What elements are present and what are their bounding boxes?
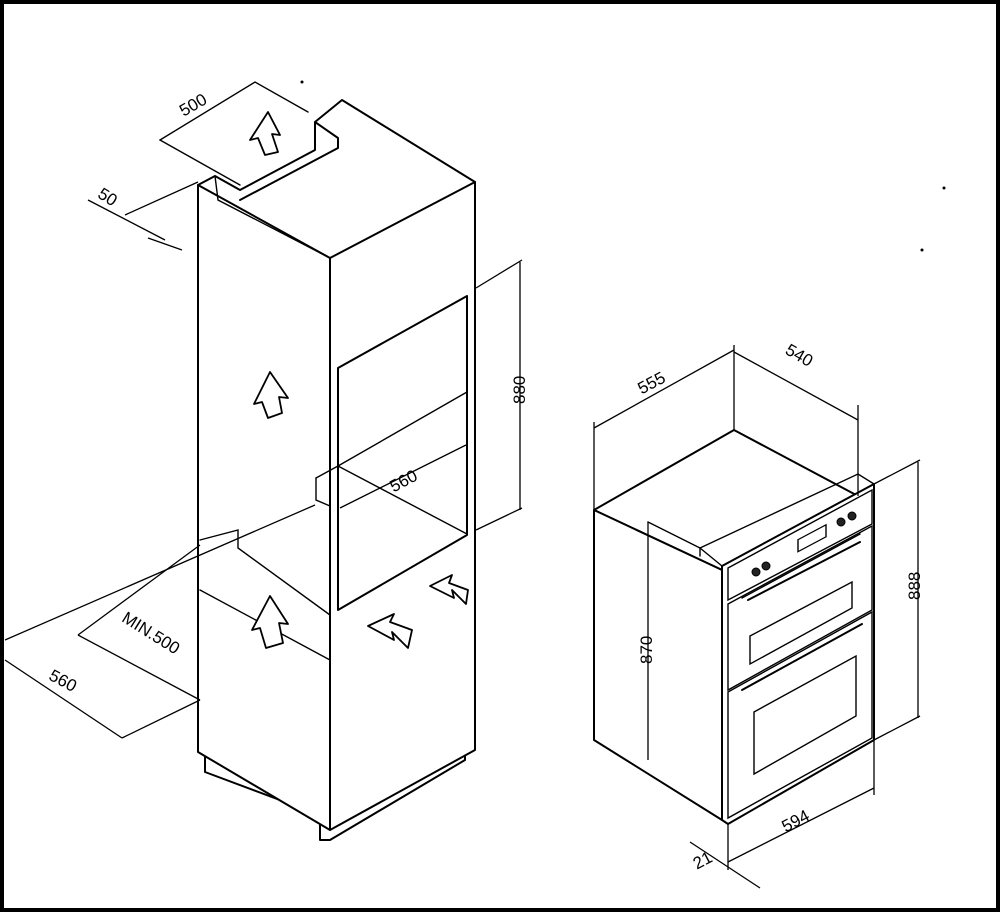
label-oven-side-depth: 540 (782, 340, 816, 371)
label-bottom-vent-min: MIN.500 (119, 608, 184, 658)
right-inlet-arrow-icon (429, 574, 469, 605)
label-niche-height: 880 (510, 376, 529, 404)
label-oven-body-height: 870 (637, 636, 656, 664)
label-oven-front-thickness: 21 (690, 848, 716, 874)
built-in-oven (593, 429, 875, 825)
top-vent-arrow-icon (249, 111, 281, 156)
label-top-gap: 50 (95, 184, 121, 210)
label-oven-width: 594 (779, 806, 813, 836)
bottom-vent-arrow-icon (251, 595, 289, 649)
oven-dimensions (593, 345, 921, 889)
speck (920, 248, 924, 252)
speck (942, 186, 946, 190)
label-top-vent-width: 500 (176, 90, 210, 121)
label-oven-total-height: 888 (905, 572, 924, 600)
side-vent-arrow-icon (253, 371, 289, 419)
cabinet-dimensions (4, 181, 523, 739)
tall-cabinet (159, 81, 476, 841)
front-inlet-arrow-icon (367, 613, 413, 649)
speck (300, 80, 304, 84)
label-oven-depth: 555 (635, 368, 669, 398)
